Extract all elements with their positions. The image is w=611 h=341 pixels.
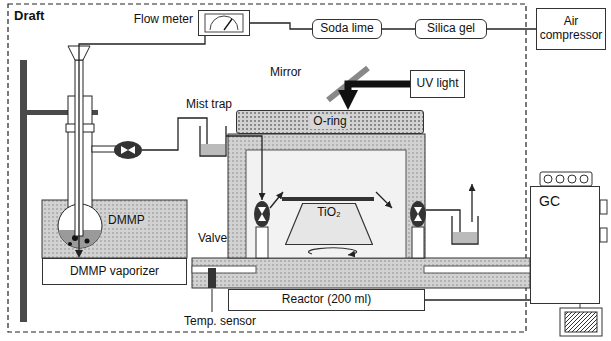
light-beam <box>348 84 410 96</box>
gas-pipe <box>142 118 207 150</box>
part-label: Temp. sensor <box>184 315 256 329</box>
rotation-arrow <box>309 248 357 255</box>
part-label: Valve <box>198 232 227 246</box>
outlet-channel <box>412 227 424 258</box>
reactor-chamber <box>246 150 406 258</box>
gas-line <box>250 23 312 29</box>
gc-dial <box>568 175 576 183</box>
node-text: Soda lime <box>320 22 373 36</box>
bubble <box>85 239 90 244</box>
part-label: DMMP <box>106 214 147 228</box>
catalyst-support <box>282 197 374 201</box>
flow-arrow <box>270 192 283 208</box>
reactor-base <box>192 258 530 288</box>
monitor-screen <box>565 312 597 332</box>
trap-liquid <box>453 232 477 243</box>
monitor <box>560 308 602 336</box>
valve-icon <box>121 146 135 154</box>
node-text: Air compressor <box>537 15 605 43</box>
base-pipe <box>192 266 256 273</box>
trap-liquid <box>201 144 225 155</box>
valve-icon <box>414 207 422 221</box>
node-text: O-ring <box>310 115 349 129</box>
bubble <box>68 242 72 246</box>
valve-icon <box>258 207 266 221</box>
node-text: TiO₂ <box>317 206 341 220</box>
process-box: Silica gel <box>415 19 487 39</box>
gc-port <box>600 200 607 214</box>
inlet-channel <box>256 227 268 258</box>
gc-box: GC <box>530 186 600 304</box>
reactor-housing <box>228 134 425 258</box>
valve-symbol <box>114 141 142 159</box>
gauge-needle <box>224 19 232 30</box>
vaporizer-box: DMMP vaporizer <box>42 258 187 285</box>
gauge-face <box>205 14 243 32</box>
process-box: Soda lime <box>312 19 382 39</box>
flow-meter: Flow meter <box>198 10 250 36</box>
flow-arrow <box>376 192 392 208</box>
node-text: UV light <box>416 77 458 91</box>
lamp-box: UV light <box>410 70 465 98</box>
node-text: GC <box>539 193 560 209</box>
node-text: Reactor (200 ml) <box>282 293 371 307</box>
gas-pipe <box>226 136 262 200</box>
exhaust-arrow <box>471 184 472 222</box>
monitor-cable <box>580 304 581 308</box>
reactor-box: Reactor (200 ml) <box>228 289 425 311</box>
part-label: Mist trap <box>186 98 232 112</box>
valve-symbol <box>410 201 426 227</box>
leader-line <box>212 289 213 312</box>
temp-sensor <box>208 268 216 288</box>
node-text: Silica gel <box>427 22 475 36</box>
gc-dial <box>556 175 564 183</box>
gc-dial <box>544 175 552 183</box>
catalyst-stage: TiO₂ <box>285 203 373 245</box>
node-text: DMMP vaporizer <box>70 265 159 279</box>
gauge-scale <box>210 16 238 30</box>
catalyst-shape <box>286 204 373 245</box>
side-arm <box>92 146 116 152</box>
part-label: Mirror <box>270 66 301 80</box>
gc-dial <box>580 175 588 183</box>
gas-line <box>79 36 205 253</box>
exhaust-trap <box>452 216 478 244</box>
node-text: Flow meter <box>134 13 193 27</box>
gc-panel <box>540 172 592 186</box>
seal-band: O-ring <box>236 110 424 134</box>
gas-line <box>382 28 415 29</box>
base-pipe <box>424 266 530 273</box>
gas-line <box>487 28 536 29</box>
stand-pole <box>20 60 27 322</box>
frame-label: Draft <box>14 9 44 24</box>
gc-port <box>600 228 607 242</box>
equipment-box: Air compressor <box>536 8 606 50</box>
water-bath <box>42 200 187 258</box>
mist-trap <box>200 126 226 156</box>
valve-symbol <box>254 201 270 227</box>
gas-line <box>425 299 530 300</box>
